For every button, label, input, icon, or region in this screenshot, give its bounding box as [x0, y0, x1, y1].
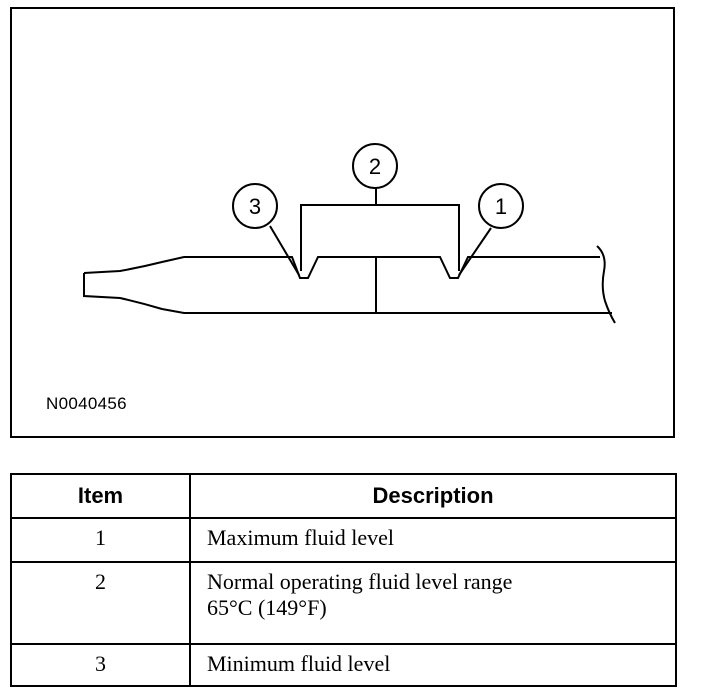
table-row: 3 Minimum fluid level: [10, 643, 677, 687]
callout-2-circle: [352, 143, 398, 189]
header-item: Item: [10, 473, 191, 519]
callout-1-circle: [478, 183, 524, 229]
leader-3: [269, 225, 300, 276]
range-bracket: [300, 204, 460, 271]
dipstick-figure: 2 3 1 N0040456: [10, 7, 675, 438]
description-line: Maximum fluid level: [207, 525, 394, 550]
description-line: Normal operating fluid level range: [207, 569, 513, 594]
table-row: 2 Normal operating fluid level range 65°…: [10, 561, 677, 645]
row-description: Normal operating fluid level range 65°C …: [189, 561, 677, 645]
callout-2-label: 2: [369, 154, 381, 179]
row-item: 3: [10, 643, 191, 687]
row-description: Minimum fluid level: [189, 643, 677, 687]
dipstick-tip: [83, 273, 612, 314]
leader-1: [458, 227, 492, 276]
dipstick-diagram: 2 3 1: [83, 143, 616, 324]
description-line: Minimum fluid level: [207, 651, 391, 676]
legend-table: Item Description 1 Maximum fluid level 2…: [10, 473, 677, 687]
row-item: 2: [10, 561, 191, 645]
row-item: 1: [10, 517, 191, 563]
dipstick-outline: [83, 256, 600, 279]
callout-3-label: 3: [249, 194, 261, 219]
table-header-row: Item Description: [10, 473, 677, 519]
row-description: Maximum fluid level: [189, 517, 677, 563]
description-line: 65°C (149°F): [207, 595, 327, 620]
dipstick-break: [596, 245, 616, 324]
header-description: Description: [189, 473, 677, 519]
callout-3-circle: [232, 183, 278, 229]
callout-1-label: 1: [495, 194, 507, 219]
figure-id: N0040456: [46, 394, 127, 413]
table-row: 1 Maximum fluid level: [10, 517, 677, 563]
